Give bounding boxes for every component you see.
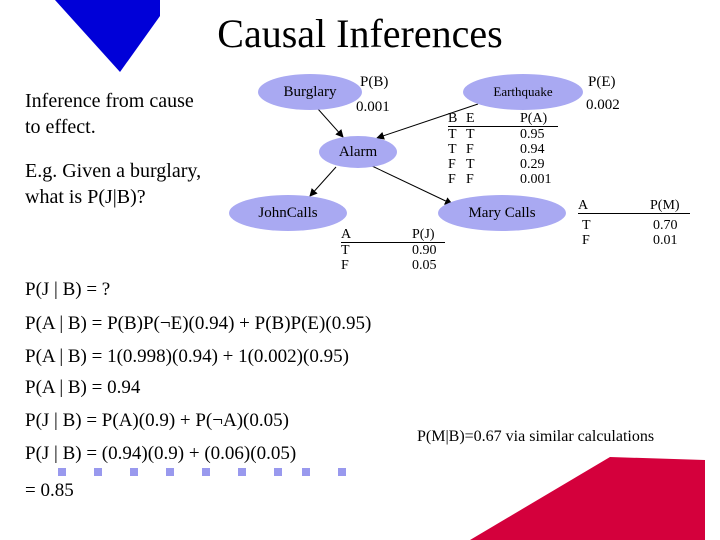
edge-earthquake-alarm — [376, 103, 479, 140]
edge-burglary-alarm — [317, 108, 344, 138]
node-marycalls: Mary Calls — [438, 195, 566, 231]
alarm-cpt: B E P(A) T T 0.95 T F 0.94 F T 0.29 F F … — [448, 111, 558, 187]
prior-e-label: P(E) — [588, 74, 616, 90]
table-row: F F 0.001 — [448, 172, 552, 187]
table-row: F 0.01 — [582, 233, 678, 248]
table-row: A P(J) — [341, 227, 445, 243]
dash-row — [58, 468, 346, 476]
prior-e-value: 0.002 — [586, 97, 620, 113]
mary-cpt: A P(M) T 0.70 F 0.01 — [578, 198, 690, 248]
example-question: E.g. Given a burglary, what is P(J|B)? — [25, 160, 202, 208]
top-left-triangle — [55, 0, 160, 72]
node-alarm: Alarm — [319, 136, 397, 168]
node-johncalls: JohnCalls — [229, 195, 347, 231]
equation-3: P(A | B) = 1(0.998)(0.94) + 1(0.002)(0.9… — [25, 346, 349, 367]
table-row: T 0.70 — [582, 218, 678, 233]
john-cpt: A P(J) T 0.90 F 0.05 — [341, 227, 445, 273]
node-earthquake: Earthquake — [463, 74, 583, 110]
table-row: B E P(A) — [448, 111, 558, 127]
table-row: F T 0.29 — [448, 157, 545, 172]
prior-b-value: 0.001 — [356, 99, 390, 115]
table-row: T F 0.94 — [448, 142, 545, 157]
equation-7: = 0.85 — [25, 480, 74, 501]
prior-b-label: P(B) — [360, 74, 389, 90]
table-row: A P(M) — [578, 198, 690, 214]
node-burglary: Burglary — [258, 74, 362, 110]
table-row: F 0.05 — [341, 258, 437, 273]
equation-2: P(A | B) = P(B)P(¬E)(0.94) + P(B)P(E)(0.… — [25, 313, 372, 334]
similar-calc-note: P(M|B)=0.67 via similar calculations — [417, 428, 655, 445]
equation-6: P(J | B) = (0.94)(0.9) + (0.06)(0.05) — [25, 443, 297, 464]
edge-alarm-john — [309, 166, 337, 197]
table-row: T 0.90 — [341, 243, 437, 258]
table-row: T T 0.95 — [448, 127, 545, 142]
bottom-right-triangle — [470, 457, 705, 540]
edge-alarm-mary — [371, 165, 453, 205]
inference-description: Inference from cause to effect. — [25, 90, 194, 138]
equation-1: P(J | B) = ? — [25, 279, 111, 300]
equation-4: P(A | B) = 0.94 — [25, 377, 141, 398]
slide-title: Causal Inferences — [217, 11, 503, 56]
equation-5: P(J | B) = P(A)(0.9) + P(¬A)(0.05) — [25, 410, 289, 431]
